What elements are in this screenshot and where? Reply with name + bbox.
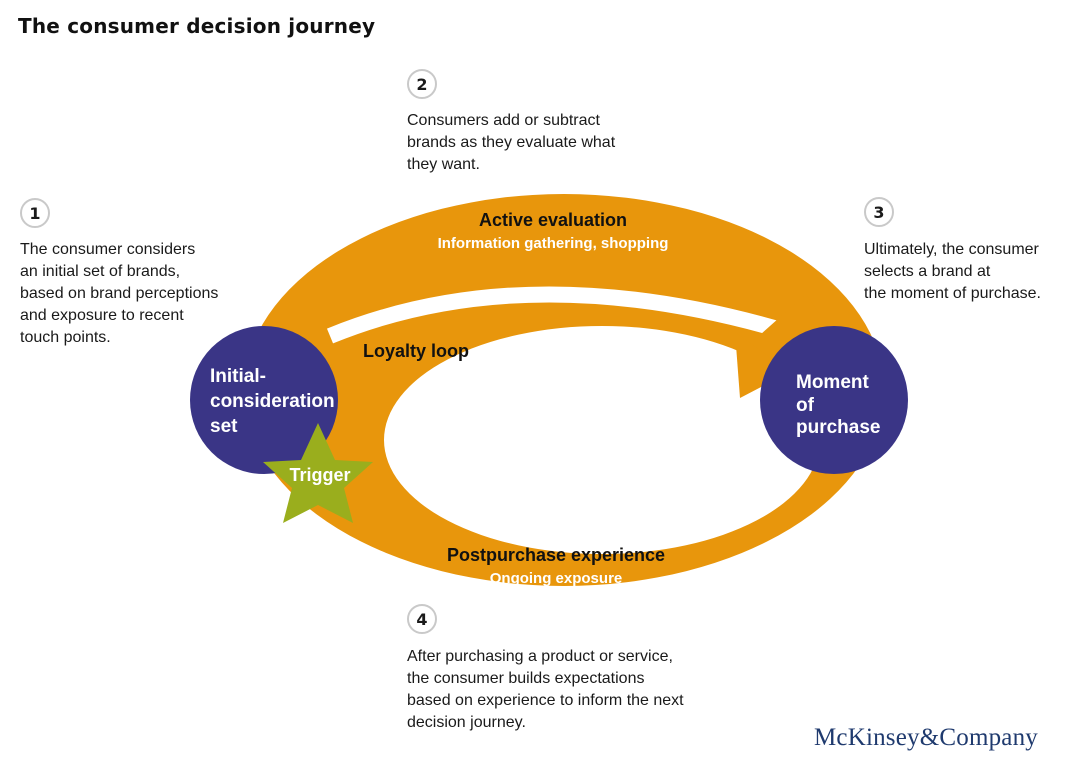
loyalty-loop-arrowhead bbox=[735, 332, 790, 398]
loyalty-loop-label: Loyalty loop bbox=[363, 341, 469, 361]
initial-consideration-line-2: consideration bbox=[210, 391, 335, 412]
moment-of-purchase-line-2: of bbox=[796, 395, 815, 416]
trigger-star bbox=[263, 423, 373, 523]
active-evaluation-title: Active evaluation bbox=[479, 210, 627, 230]
step-3-number: 3 bbox=[864, 197, 894, 227]
postpurchase-subtitle: Ongoing exposure bbox=[490, 570, 623, 587]
postpurchase-title: Postpurchase experience bbox=[447, 545, 665, 565]
journey-ring bbox=[244, 194, 884, 586]
step-4-text: After purchasing a product or service, t… bbox=[407, 648, 684, 731]
step-1-number: 1 bbox=[20, 198, 50, 228]
initial-consideration-line-3: set bbox=[210, 416, 238, 437]
step-3-text: Ultimately, the consumer selects a brand… bbox=[864, 241, 1041, 302]
trigger-label: Trigger bbox=[289, 465, 350, 485]
active-evaluation-subtitle: Information gathering, shopping bbox=[438, 235, 669, 252]
step-4-number: 4 bbox=[407, 604, 437, 634]
moment-of-purchase-circle bbox=[760, 326, 908, 474]
step-2-number: 2 bbox=[407, 69, 437, 99]
step-2-text: Consumers add or subtract brands as they… bbox=[407, 112, 616, 173]
mckinsey-logo: McKinsey&Company bbox=[813, 724, 1038, 751]
initial-consideration-circle bbox=[190, 326, 338, 474]
step-1-text: The consumer considers an initial set of… bbox=[20, 241, 219, 346]
moment-of-purchase-line-3: purchase bbox=[796, 417, 880, 438]
initial-consideration-line-1: Initial- bbox=[210, 366, 266, 387]
loyalty-loop-groove bbox=[326, 286, 823, 350]
page-title: The consumer decision journey bbox=[18, 14, 376, 38]
moment-of-purchase-line-1: Moment bbox=[796, 372, 870, 393]
